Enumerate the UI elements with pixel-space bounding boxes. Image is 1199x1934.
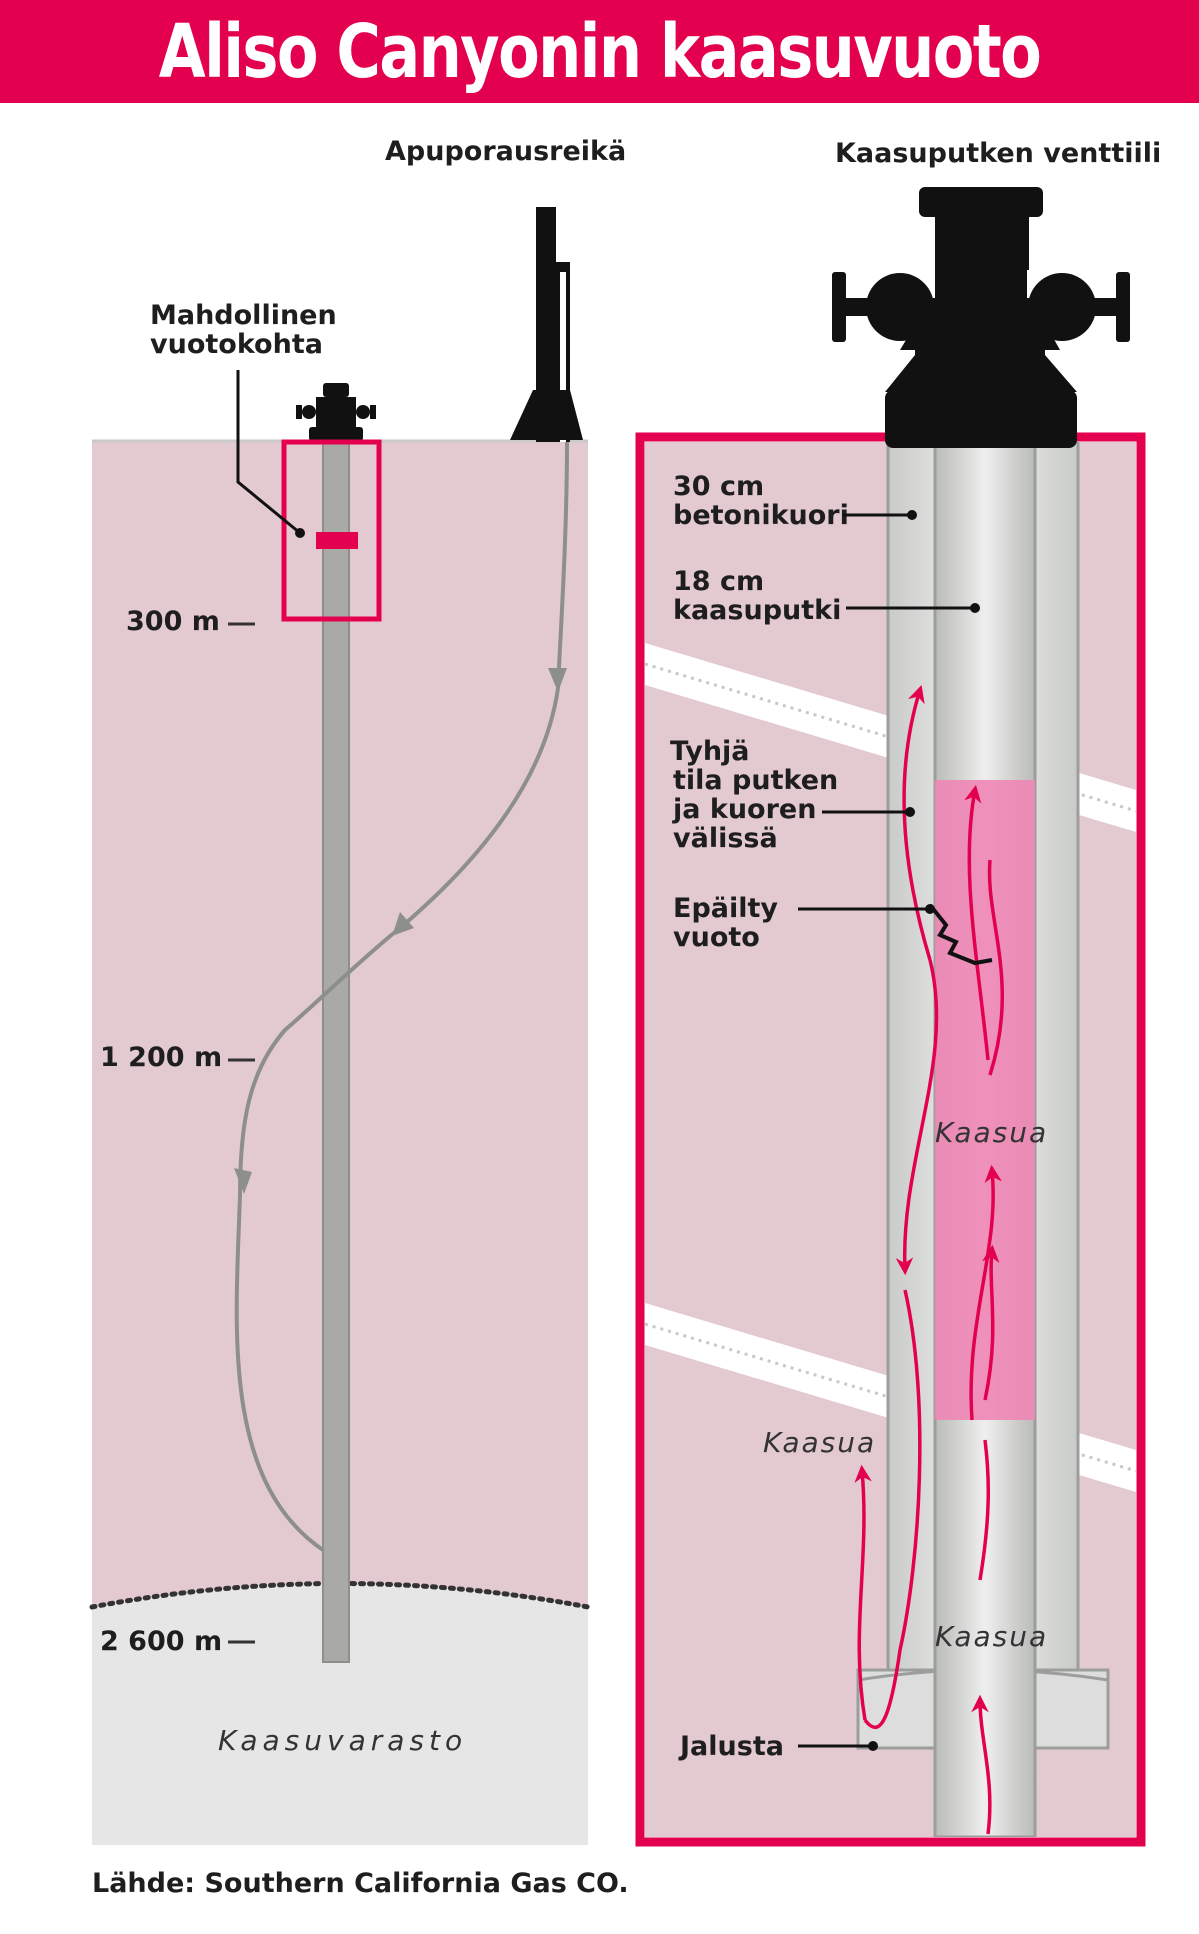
leak-label-2: vuoto bbox=[673, 922, 760, 953]
reservoir-layer bbox=[92, 1583, 588, 1845]
leak-crack bbox=[928, 903, 993, 966]
relief-well-rig-icon bbox=[510, 207, 583, 442]
wellhead-small-icon bbox=[296, 383, 376, 441]
gas-label-pipe-lower: Kaasua bbox=[935, 1620, 1048, 1653]
leak-marker bbox=[316, 532, 358, 549]
gas-flow-arrows bbox=[854, 684, 1005, 1835]
possible-leak-pointer bbox=[236, 370, 301, 535]
gas-filled-section bbox=[935, 780, 1035, 1420]
possible-leak-box bbox=[281, 439, 382, 622]
annulus-label-3: ja kuoren bbox=[672, 794, 816, 825]
possible-leak-label-2: vuotokohta bbox=[150, 329, 323, 360]
main-well-pipe bbox=[322, 439, 350, 1663]
possible-leak-label-1: Mahdollinen bbox=[150, 300, 337, 331]
depth-label-2600: 2 600 m bbox=[100, 1626, 222, 1657]
annulus-label-1: Tyhjä bbox=[670, 736, 750, 767]
casing-label-1: 30 cm bbox=[673, 471, 764, 502]
gas-valve-icon bbox=[832, 187, 1130, 448]
page-title: Aliso Canyonin kaasuvuoto bbox=[158, 8, 1042, 95]
reservoir-label: Kaasuvarasto bbox=[218, 1724, 467, 1757]
base-label: Jalusta bbox=[678, 1731, 784, 1762]
leak-label-1: Epäilty bbox=[673, 893, 778, 924]
pipe-label-2: kaasuputki bbox=[673, 595, 841, 626]
pipe-label-1: 18 cm bbox=[673, 566, 764, 597]
gas-label-pipe-upper: Kaasua bbox=[935, 1116, 1048, 1149]
annulus-label-2: tila putken bbox=[673, 765, 838, 796]
source-credit: Lähde: Southern California Gas CO. bbox=[92, 1868, 629, 1899]
depth-label-1200: 1 200 m bbox=[100, 1042, 222, 1073]
reservoir-boundary bbox=[89, 1581, 591, 1610]
right-panel: Kaasuputken venttiili 30 cm betonikuori … bbox=[635, 138, 1161, 1847]
valve-label: Kaasuputken venttiili bbox=[835, 138, 1161, 169]
relief-well-label: Apuporausreikä bbox=[385, 136, 626, 167]
relief-path-arrows bbox=[234, 668, 567, 1194]
gas-label-annulus: Kaasua bbox=[763, 1426, 876, 1459]
left-panel: Mahdollinen vuotokohta Apuporausreikä 30… bbox=[89, 136, 626, 1845]
depth-label-300: 300 m bbox=[126, 606, 220, 637]
annulus-label-4: välissä bbox=[673, 823, 778, 854]
casing-label-2: betonikuori bbox=[673, 500, 849, 531]
title-bar: Aliso Canyonin kaasuvuoto bbox=[0, 0, 1199, 103]
